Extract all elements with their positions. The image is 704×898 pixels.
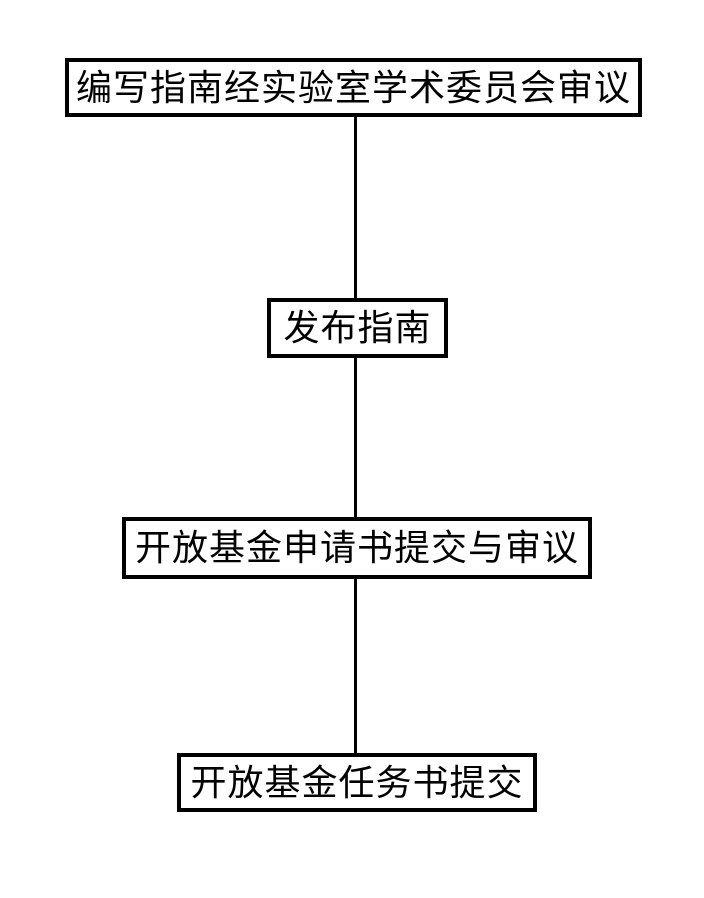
node-task-document-submission: 开放基金任务书提交 [177,753,537,812]
node-guideline-drafting-committee-review: 编写指南经实验室学术委员会审议 [65,58,642,117]
node-application-submission-review: 开放基金申请书提交与审议 [122,517,592,579]
connector-line-1 [354,115,357,300]
connector-line-3 [354,577,357,755]
node-label: 编写指南经实验室学术委员会审议 [75,66,631,108]
node-publish-guideline: 发布指南 [267,298,448,358]
connector-line-2 [354,356,357,519]
node-label: 开放基金申请书提交与审议 [134,527,579,568]
node-label: 开放基金任务书提交 [190,761,524,803]
node-label: 发布指南 [283,307,432,348]
